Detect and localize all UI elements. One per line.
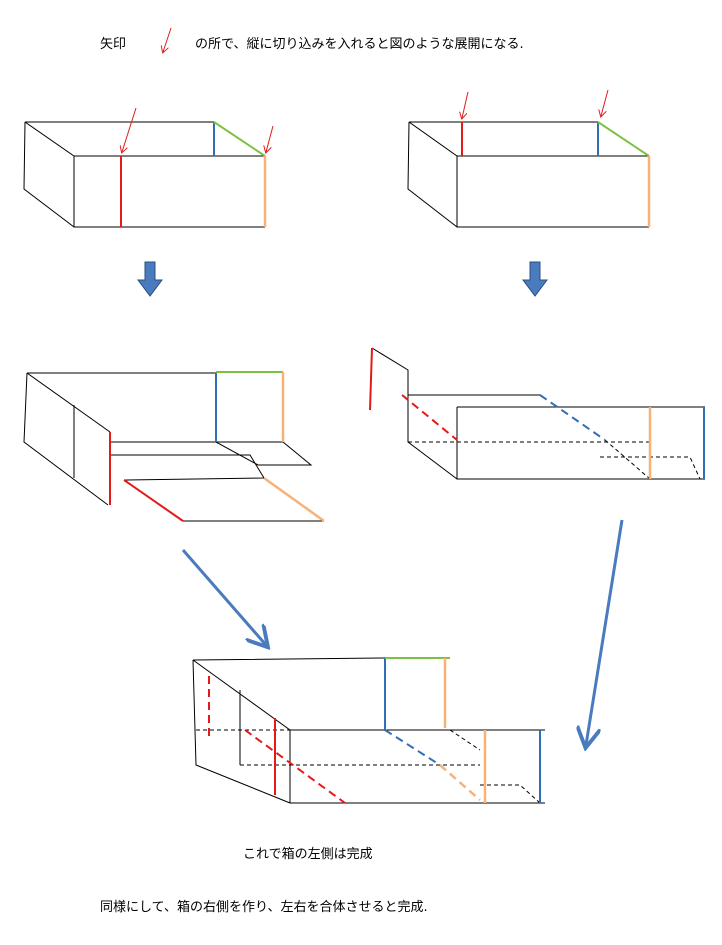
- box-right-cut-view: [407, 89, 651, 228]
- box-left-cut-view: [23, 107, 274, 228]
- caption-left-done: これで箱の左側は完成: [243, 847, 373, 862]
- caption-final: 同様にして、箱の右側を作り、左右を合体させると完成.: [100, 900, 428, 915]
- flow-arrow-icon: [586, 519, 624, 745]
- box-left-unfolded: [23, 371, 325, 523]
- legend-cut-arrow-icon: [163, 27, 172, 52]
- box-left-assembled: [192, 657, 545, 804]
- flow-arrow-icon: [181, 549, 266, 645]
- down-arrow-icon: [137, 261, 163, 297]
- instruction-prefix: 矢印: [100, 37, 127, 52]
- instruction-suffix: の所で、縦に切り込みを入れると図のような展開になる.: [195, 37, 524, 52]
- box-right-unfolded: [369, 347, 705, 480]
- down-arrow-icon: [522, 261, 548, 297]
